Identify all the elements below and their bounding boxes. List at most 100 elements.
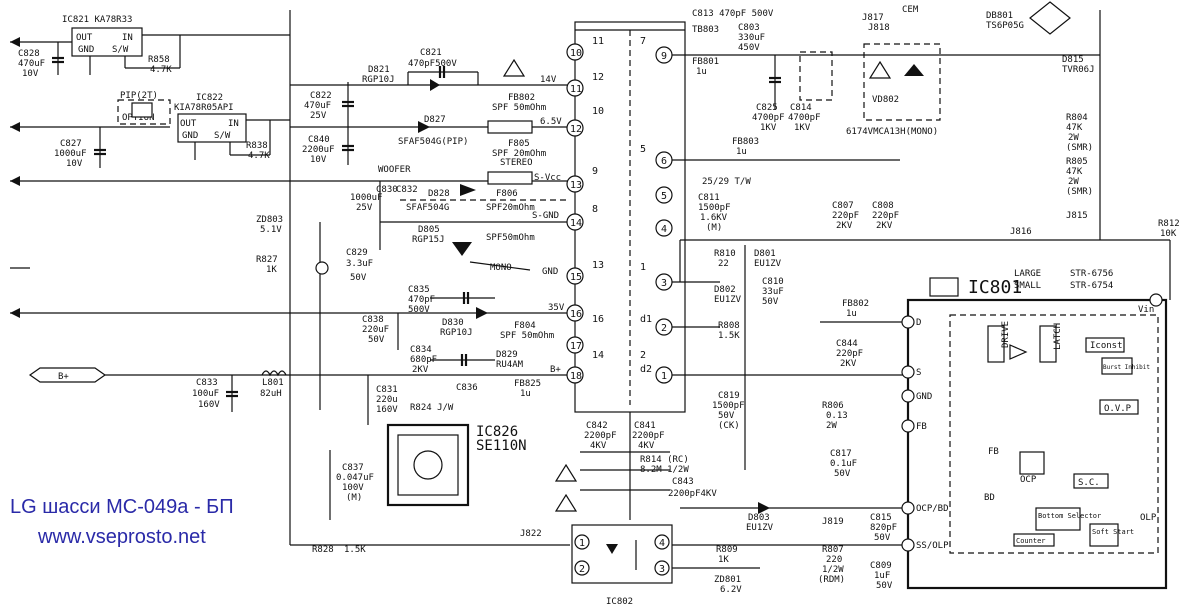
svg-text:C834: C834: [410, 345, 432, 355]
flyback-transformer: 10 11 12 13 14 15 16 17 18 9 6 5 4 3 2 1…: [566, 21, 686, 520]
svg-text:STR-6756: STR-6756: [1070, 269, 1113, 279]
svg-text:CEM: CEM: [902, 5, 919, 15]
svg-text:220pF: 220pF: [872, 211, 899, 221]
svg-text:S: S: [916, 368, 921, 378]
svg-text:C803: C803: [738, 23, 760, 33]
svg-text:SMALL: SMALL: [1014, 281, 1041, 291]
d821-c821-14v: D821 RGP10J C821 470pF500V 14V: [290, 48, 570, 91]
svg-text:R827: R827: [256, 255, 278, 265]
svg-text:25V: 25V: [310, 111, 327, 121]
svg-text:33uF: 33uF: [762, 287, 784, 297]
svg-text:IC802: IC802: [606, 597, 633, 607]
svg-text:4: 4: [661, 224, 667, 235]
svg-text:5: 5: [640, 144, 646, 155]
svg-text:14: 14: [570, 218, 582, 229]
svg-text:D827: D827: [424, 115, 446, 125]
svg-text:4.7K: 4.7K: [150, 65, 172, 75]
svg-text:GND: GND: [78, 45, 94, 55]
svg-text:(M): (M): [706, 223, 722, 233]
svg-text:0.13: 0.13: [826, 411, 848, 421]
svg-text:50V: 50V: [834, 469, 851, 479]
audio-rail-block: WOOFER STEREO S-Vcc C830 C832 1000uF 25V…: [350, 158, 570, 273]
svg-text:14: 14: [592, 350, 604, 361]
svg-text:R858: R858: [148, 55, 170, 65]
svg-text:450V: 450V: [738, 43, 760, 53]
svg-text:2KV: 2KV: [836, 221, 853, 231]
svg-text:d2: d2: [640, 364, 652, 375]
svg-text:1/2W: 1/2W: [822, 565, 844, 575]
svg-text:1: 1: [579, 538, 585, 549]
svg-text:GND: GND: [542, 267, 558, 277]
svg-text:FB825: FB825: [514, 379, 541, 389]
svg-text:470pF500V: 470pF500V: [408, 59, 457, 69]
primary-input-section: C813 470pF 500V TB803 FB801 1u C803 330u…: [672, 9, 1100, 133]
svg-text:TVR06J: TVR06J: [1062, 65, 1095, 75]
svg-text:STEREO: STEREO: [500, 158, 533, 168]
svg-text:1.5K: 1.5K: [344, 545, 366, 555]
bplus-filter: C833 100uF 160V L801 82uH C831 220u 160V…: [192, 370, 454, 425]
svg-text:6: 6: [661, 156, 667, 167]
svg-text:2: 2: [579, 564, 585, 575]
svg-text:1u: 1u: [846, 309, 857, 319]
svg-text:220pF: 220pF: [832, 211, 859, 221]
svg-text:10: 10: [570, 48, 582, 59]
svg-text:3: 3: [661, 278, 667, 289]
svg-text:1K: 1K: [718, 555, 729, 565]
svg-text:35V: 35V: [548, 303, 565, 313]
svg-text:D815: D815: [1062, 55, 1084, 65]
svg-text:C808: C808: [872, 201, 894, 211]
svg-text:4700pF: 4700pF: [752, 113, 785, 123]
svg-text:LARGE: LARGE: [1014, 269, 1041, 279]
ic801-peripherals: FB802 1u C844 220pF 2KV C819 1500pF 50V …: [672, 299, 910, 479]
svg-text:KIA78R05API: KIA78R05API: [174, 103, 234, 113]
svg-text:(SMR): (SMR): [1066, 143, 1093, 153]
zd803-c829-r827: ZD803 5.1V C829 3.3uF 50V R827 1K: [256, 181, 381, 283]
svg-text:82uH: 82uH: [260, 389, 282, 399]
svg-text:10K: 10K: [1160, 229, 1177, 239]
svg-text:C810: C810: [762, 277, 784, 287]
svg-text:47K: 47K: [1066, 167, 1083, 177]
svg-text:F804: F804: [514, 321, 536, 331]
svg-text:FB: FB: [916, 422, 927, 432]
svg-text:RGP15J: RGP15J: [412, 235, 445, 245]
svg-text:25V: 25V: [356, 203, 373, 213]
svg-text:10V: 10V: [66, 159, 83, 169]
pip-option: PIP(2T) OPTION: [117, 91, 171, 125]
svg-text:2200pF: 2200pF: [632, 431, 665, 441]
svg-text:(RDM): (RDM): [818, 575, 845, 585]
svg-text:1KV: 1KV: [794, 123, 811, 133]
svg-text:50V: 50V: [718, 411, 735, 421]
svg-text:8: 8: [592, 204, 598, 215]
svg-text:IC826: IC826: [476, 424, 518, 440]
svg-text:C840: C840: [308, 135, 330, 145]
svg-text:C822: C822: [310, 91, 332, 101]
svg-text:16: 16: [592, 314, 604, 325]
svg-text:500V: 500V: [408, 305, 430, 315]
svg-text:50V: 50V: [350, 273, 367, 283]
svg-text:J819: J819: [822, 517, 844, 527]
svg-text:D803: D803: [748, 513, 770, 523]
svg-text:C837: C837: [342, 463, 364, 473]
svg-text:1000uF: 1000uF: [350, 193, 383, 203]
svg-text:6.5V: 6.5V: [540, 117, 562, 127]
svg-text:OUT: OUT: [180, 119, 197, 129]
svg-text:(CK): (CK): [718, 421, 740, 431]
svg-text:DRIVE: DRIVE: [1001, 321, 1011, 348]
svg-text:160V: 160V: [376, 405, 398, 415]
svg-text:d1: d1: [640, 314, 652, 325]
svg-text:C831: C831: [376, 385, 398, 395]
svg-text:C827: C827: [60, 139, 82, 149]
svg-text:160V: 160V: [198, 400, 220, 410]
svg-text:SPF20mOhm: SPF20mOhm: [486, 203, 535, 213]
svg-text:16: 16: [570, 309, 582, 320]
svg-text:J817: J817: [862, 13, 884, 23]
c835-d830-35v: C835 470pF 500V D830 RGP10J F804 SPF 50m…: [362, 267, 565, 350]
svg-text:15: 15: [570, 272, 582, 283]
svg-text:D828: D828: [428, 189, 450, 199]
svg-text:2: 2: [661, 323, 667, 334]
svg-text:Counter: Counter: [1016, 537, 1046, 545]
svg-text:2KV: 2KV: [876, 221, 893, 231]
svg-text:4KV: 4KV: [638, 441, 655, 451]
svg-text:S/W: S/W: [112, 45, 129, 55]
svg-text:SPF 20mOhm: SPF 20mOhm: [492, 149, 546, 159]
